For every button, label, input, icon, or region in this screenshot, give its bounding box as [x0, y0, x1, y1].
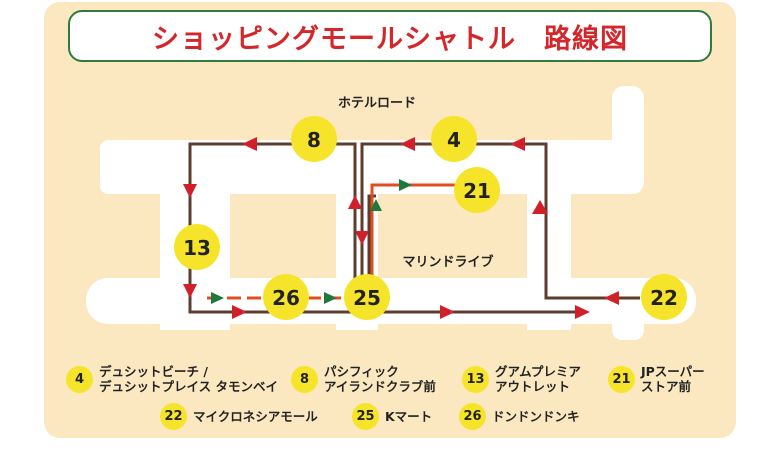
- legend-line: グアムプレミア: [495, 364, 581, 379]
- legend-line: ストア前: [641, 379, 692, 394]
- map-panel: [44, 2, 736, 438]
- legend-badge: 4: [66, 365, 93, 393]
- arrow-right-bottom-3: [575, 305, 590, 319]
- legend-item-25: 25 Kマート: [352, 403, 432, 430]
- svg-text:26: 26: [272, 286, 300, 310]
- arrow-right-green-1: [399, 179, 412, 191]
- legend-line: JPスーパー: [641, 364, 705, 379]
- road-bottom-right-stub: [612, 300, 644, 340]
- arrow-left-bottom: [604, 291, 619, 305]
- legend-line: アウトレット: [495, 379, 571, 394]
- legend-badge: 25: [352, 403, 379, 430]
- arrow-left-top-3: [510, 137, 525, 151]
- arrow-right-bottom-2: [440, 305, 455, 319]
- legend-badge: 21: [608, 365, 635, 393]
- arrow-down-left-2: [183, 284, 197, 298]
- legend-line: デュシットビーチ /: [99, 364, 208, 379]
- legend-line: マイクロネシアモール: [193, 409, 318, 424]
- legend-item-21: 21 JPスーパー ストア前: [608, 364, 705, 394]
- stop-8[interactable]: 8: [291, 116, 337, 162]
- arrow-down-left: [183, 184, 197, 198]
- legend-badge: 22: [160, 403, 187, 430]
- legend-line: デュシットプレイス タモンベイ: [99, 379, 278, 394]
- legend-line: パシフィック: [324, 364, 399, 379]
- direction-arrows-green: [211, 179, 412, 304]
- svg-text:21: 21: [463, 179, 491, 203]
- svg-text:13: 13: [183, 236, 211, 260]
- title-box: ショッピングモールシャトル 路線図: [68, 10, 712, 62]
- stop-13[interactable]: 13: [174, 224, 220, 270]
- svg-text:22: 22: [650, 286, 678, 310]
- legend-badge: 8: [291, 365, 318, 393]
- route-to-21: [370, 183, 460, 300]
- legend-item-26: 26 ドンドンドンキ: [459, 403, 580, 430]
- arrow-left-top-2: [400, 137, 415, 151]
- stop-4[interactable]: 4: [431, 116, 477, 162]
- stop-22[interactable]: 22: [641, 274, 687, 320]
- stops: 8 4 21 13 26 25 22: [174, 116, 687, 320]
- svg-text:8: 8: [307, 128, 321, 152]
- legend-line: アイランドクラブ前: [324, 379, 436, 394]
- legend-item-13: 13 グアムプレミア アウトレット: [462, 364, 581, 394]
- legend-badge: 13: [462, 365, 489, 393]
- arrow-left-top-1: [242, 137, 257, 151]
- direction-arrows: [183, 137, 619, 319]
- arrow-up-right: [532, 200, 548, 214]
- route-loop-inner: [367, 194, 376, 300]
- road-label-hotel-road: ホテルロード: [338, 96, 416, 111]
- stop-26[interactable]: 26: [263, 274, 309, 320]
- route-loop-right: [360, 142, 640, 300]
- arrow-right-bottom-1: [232, 305, 247, 319]
- arrow-up-middle: [348, 195, 362, 209]
- legend-item-4: 4 デュシットビーチ / デュシットプレイス タモンベイ: [66, 364, 278, 394]
- arrow-right-green-2: [211, 292, 224, 304]
- page-title: ショッピングモールシャトル 路線図: [152, 23, 628, 55]
- arrow-right-green-3: [324, 292, 337, 304]
- legend-line: ドンドンドンキ: [492, 409, 580, 424]
- road-bottom: [86, 278, 696, 324]
- legend-badge: 26: [459, 403, 486, 430]
- road-right-vertical: [612, 86, 644, 194]
- arrow-up-green: [370, 199, 382, 211]
- svg-text:4: 4: [447, 128, 461, 152]
- arrow-down-middle: [355, 231, 369, 245]
- legend-item-8: 8 パシフィック アイランドクラブ前: [291, 364, 436, 394]
- stop-25[interactable]: 25: [344, 274, 390, 320]
- stop-21[interactable]: 21: [454, 167, 500, 213]
- road-label-marine-drive: マリンドライブ: [402, 254, 493, 270]
- legend-item-22: 22 マイクロネシアモール: [160, 403, 318, 430]
- legend-line: Kマート: [385, 409, 433, 424]
- svg-text:25: 25: [353, 286, 381, 310]
- roads: [86, 86, 696, 340]
